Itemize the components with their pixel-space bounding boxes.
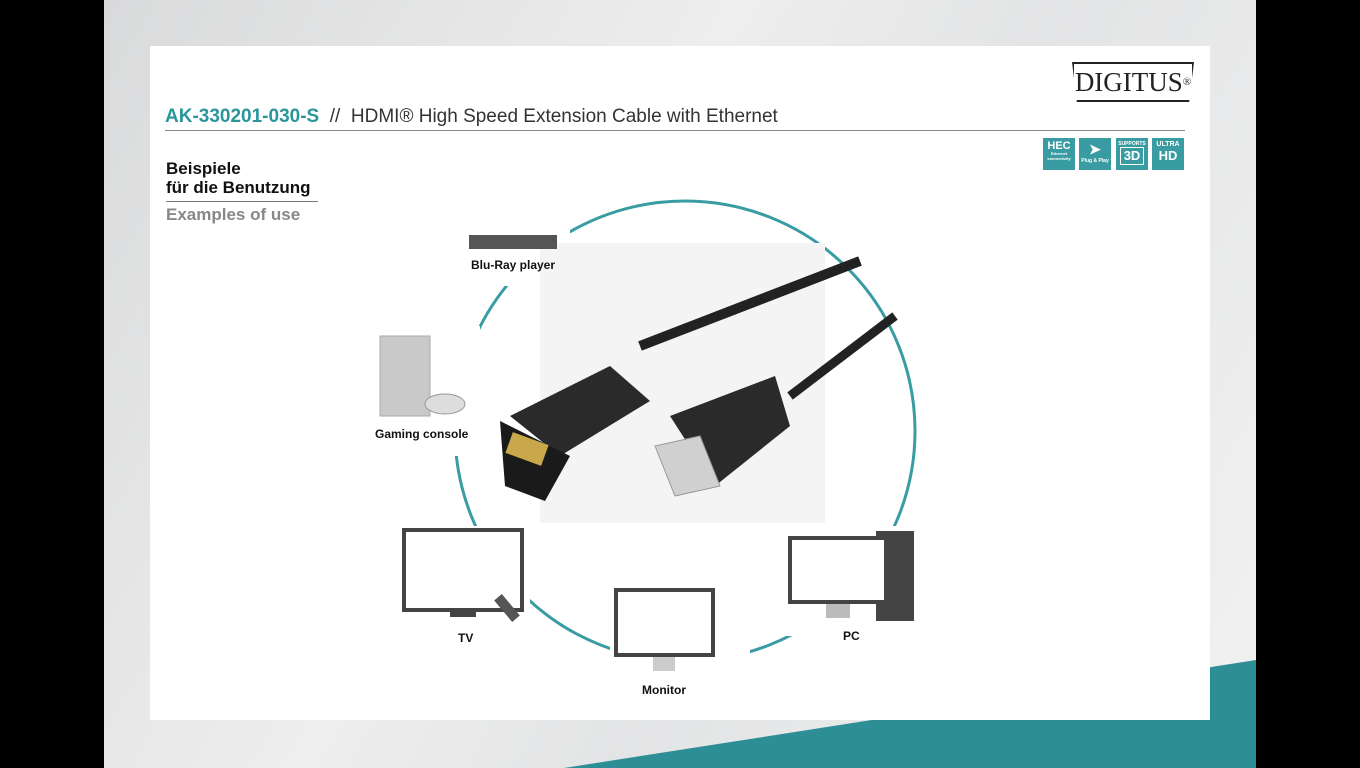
divider [166,201,318,202]
tv-label: TV [458,631,474,645]
monitor-icon [614,588,715,671]
arrow-icon: ➤ [1089,141,1101,157]
plug-play-badge: ➤Plug & Play [1079,138,1111,170]
monitor-label: Monitor [642,683,686,697]
product-sheet: DIGITUS® AK-330201-030-S // HDMI® High S… [150,46,1210,720]
hdmi-cable [500,256,898,501]
console-label: Gaming console [375,427,469,441]
pc-icon [788,531,914,621]
section-title-en: Examples of use [166,205,301,224]
bluray-label: Blu-Ray player [471,258,556,272]
gaming-console-icon [379,335,466,417]
page-title: AK-330201-030-S // HDMI® High Speed Exte… [165,106,778,127]
bluray-icon [469,235,557,249]
tv-icon [402,528,524,622]
divider [165,130,1185,131]
usage-diagram [360,199,920,716]
pc-label: PC [843,629,860,643]
